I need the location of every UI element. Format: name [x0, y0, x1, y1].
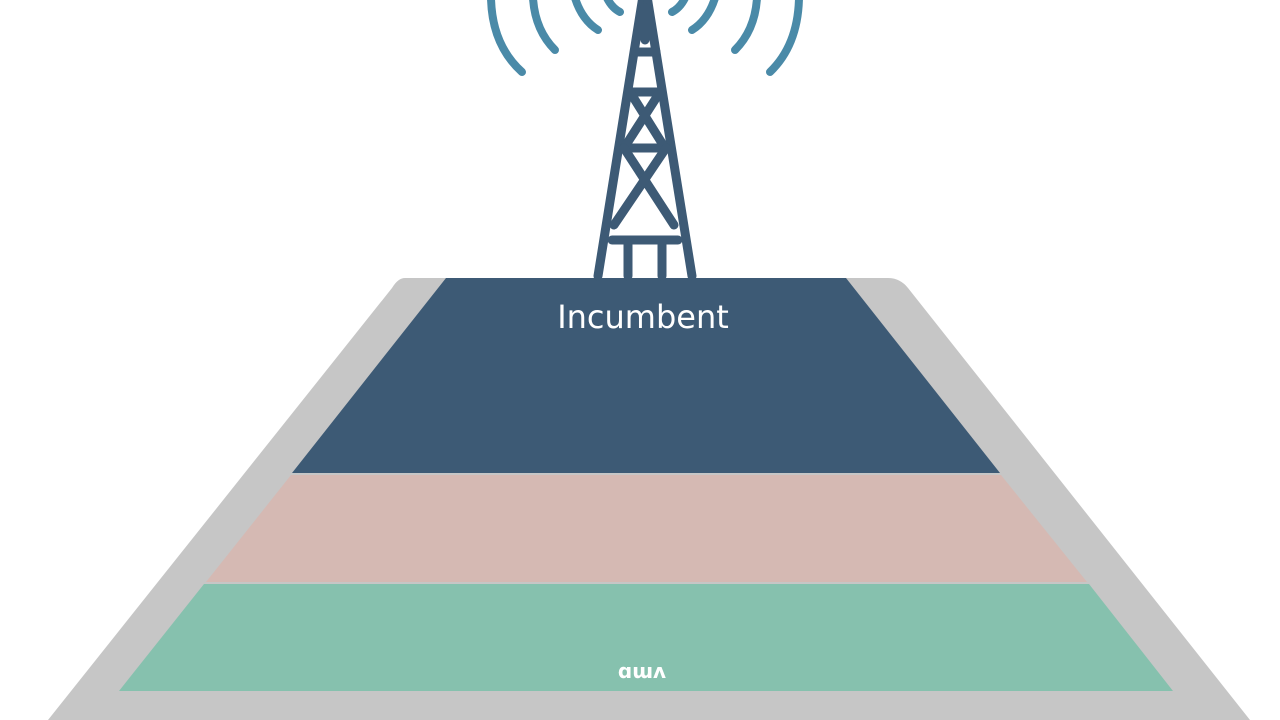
tier-bottom	[119, 584, 1173, 691]
wave-left-3	[529, 0, 559, 54]
wave-left-2	[571, 0, 602, 34]
wave-right-1	[668, 0, 689, 16]
wave-right-4	[766, 0, 803, 76]
tier-middle	[206, 475, 1087, 582]
tier-incumbent-label: Incumbent	[557, 298, 729, 336]
wave-right-3	[731, 0, 761, 54]
radio-tower-icon	[593, 0, 697, 281]
wave-left-4	[487, 0, 526, 76]
base-mark: ɑɯʌ	[618, 659, 666, 683]
wave-left-1	[603, 0, 624, 16]
broadcast-waves-icon	[487, 0, 803, 76]
tier-incumbent	[292, 278, 1000, 473]
wave-right-2	[688, 0, 719, 34]
